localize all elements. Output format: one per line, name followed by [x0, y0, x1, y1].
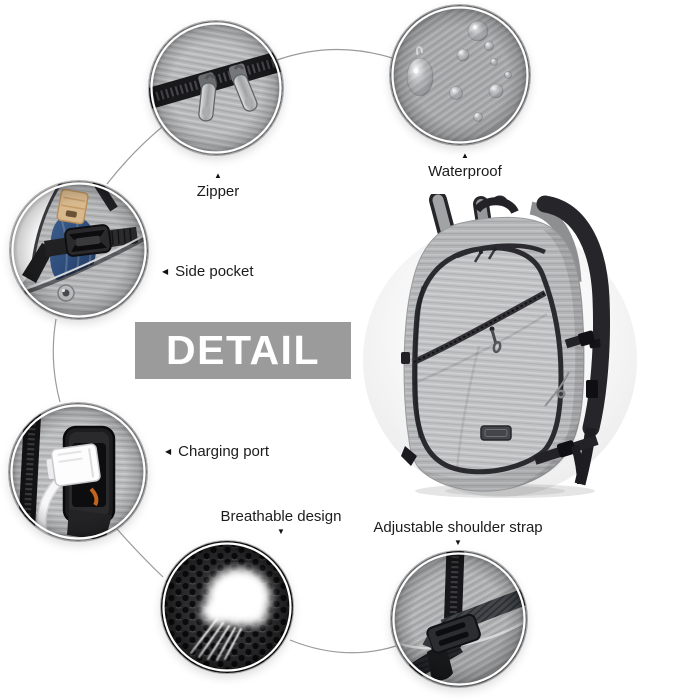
charging-port-detail-circle	[9, 403, 147, 541]
side-strap-buckle	[544, 329, 601, 407]
breathable-detail-circle	[161, 541, 293, 673]
waterproof-detail-circle	[390, 5, 530, 145]
front-zipper	[412, 290, 547, 365]
charging-port-callout: ◀ Charging port	[165, 443, 269, 460]
zipper-detail-circle	[149, 21, 283, 155]
arrow-up-icon: ▲	[214, 171, 222, 180]
side-pocket-label: Side pocket	[175, 263, 254, 280]
waterproof-label: Waterproof	[428, 163, 502, 180]
connector-sidepocket-charging	[52, 318, 61, 403]
detail-banner: DETAIL	[135, 322, 351, 379]
bottom-shading	[418, 422, 579, 492]
shoulder-strap-photo	[391, 551, 527, 687]
charging-port-label: Charging port	[178, 443, 270, 460]
left-piping	[414, 285, 425, 439]
side-pocket-callout: ◀ Side pocket	[162, 263, 254, 280]
zipper-label: Zipper	[196, 183, 240, 200]
bottom-strap-buckle	[533, 435, 599, 485]
arrow-down-icon: ▼	[454, 538, 462, 547]
connector-charging-breathable	[116, 528, 164, 578]
zipper-photo	[149, 21, 283, 155]
backpack-product-photo	[401, 194, 611, 498]
arrow-up-icon: ▲	[461, 151, 469, 160]
zipper-callout: ▲ Zipper	[196, 171, 240, 201]
top-zipper	[456, 243, 546, 263]
shoulder-strap-callout: Adjustable shoulder strap ▼	[373, 519, 542, 547]
breathable-mesh-photo	[161, 541, 293, 673]
arrow-left-icon: ◀	[162, 266, 169, 276]
connector-breathable-strap	[289, 639, 397, 654]
side-pocket-detail-circle	[10, 181, 148, 319]
side-pocket-photo	[10, 181, 148, 319]
carry-handle	[473, 197, 519, 215]
connector-zipper-sidepocket	[106, 126, 163, 185]
left-strap-tab	[401, 446, 417, 466]
connector-zipper-waterproof	[276, 48, 393, 61]
waterproof-photo	[390, 5, 530, 145]
logo-patch	[480, 425, 512, 441]
panel-seam	[412, 312, 548, 386]
breathable-callout: Breathable design ▼	[221, 508, 342, 536]
detail-title: DETAIL	[165, 327, 320, 373]
panel-seam-vertical	[455, 345, 481, 471]
usb-port-side	[401, 352, 410, 364]
charging-port-photo	[9, 403, 147, 541]
breathable-label: Breathable design	[220, 508, 342, 525]
arrow-down-icon: ▼	[277, 527, 285, 536]
shoulder-strap-label: Adjustable shoulder strap	[373, 519, 543, 536]
waterproof-callout: ▲ Waterproof	[428, 151, 502, 181]
shoulder-strap-detail-circle	[391, 551, 527, 687]
arrow-left-icon: ◀	[165, 446, 172, 456]
